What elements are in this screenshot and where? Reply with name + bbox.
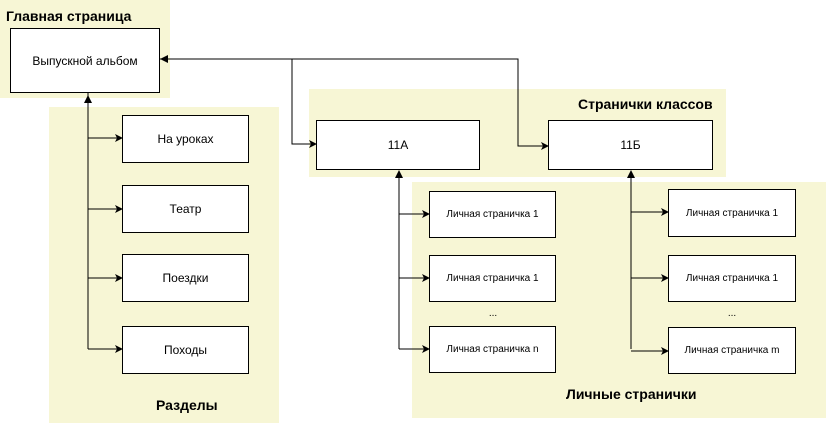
section-node: Театр: [122, 185, 249, 233]
class-b-page-node: Личная страничка 1: [668, 189, 796, 237]
sections-trunk-arrowhead: [84, 95, 92, 103]
class-a-node: 11А: [316, 120, 480, 170]
class-b-page-node: Личная страничка 1: [668, 255, 796, 302]
class-b-node: 11Б: [548, 120, 713, 170]
class-a-page-node: Личная страничка 1: [429, 255, 556, 302]
classes-title: Странички классов: [578, 96, 713, 112]
class-a-arrowhead: [395, 170, 403, 178]
section-node: На уроках: [122, 115, 249, 163]
class-b-arrowhead: [627, 170, 635, 178]
edge-album-to-11a: [160, 58, 317, 148]
sections-title: Разделы: [156, 397, 218, 413]
main-page-title: Главная страница: [6, 8, 132, 24]
class-a-ellipsis: ...: [488, 308, 498, 319]
class-a-page-node: Личная страничка 1: [429, 191, 556, 238]
class-b-page-node: Личная страничка m: [668, 327, 796, 374]
edge-album-to-11b: [292, 58, 549, 150]
class-a-page-node: Личная страничка n: [429, 326, 556, 373]
personal-pages-title: Личные странички: [566, 386, 697, 402]
section-node: Поездки: [122, 254, 249, 302]
album-node: Выпускной альбом: [10, 28, 160, 93]
class-b-ellipsis: ...: [727, 308, 737, 319]
section-node: Походы: [122, 326, 249, 374]
album-arrowhead: [160, 55, 168, 63]
